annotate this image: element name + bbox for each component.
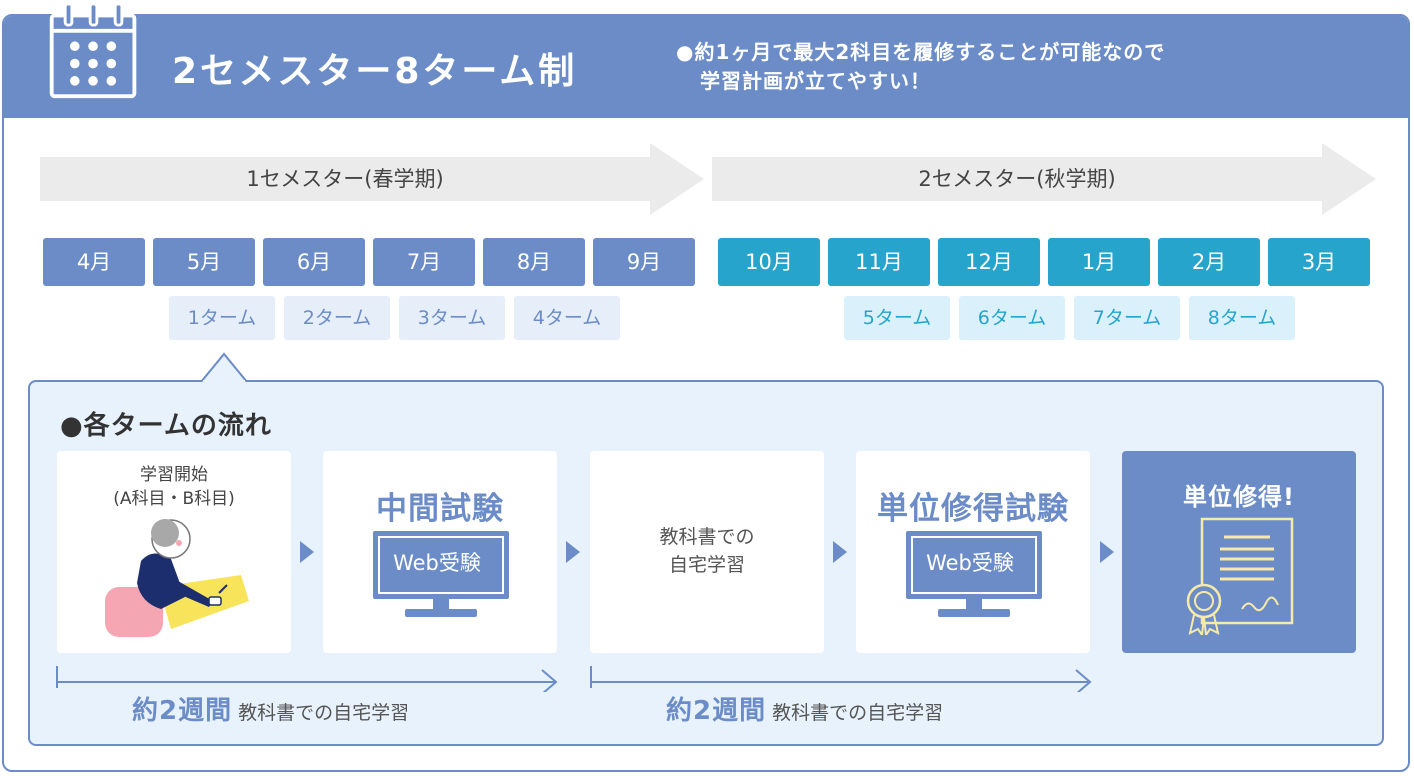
header-note: ●約1ヶ月で最大2科目を履修することが可能なので 学習計画が立てやすい！ <box>676 38 1165 96</box>
flow-title: ●各タームの流れ <box>60 411 272 441</box>
term-cell: 1ターム <box>169 296 275 340</box>
month-cell: 10月 <box>718 238 820 286</box>
page-title: 2セメスター8ターム制 <box>172 51 578 92</box>
month-cell: 4月 <box>43 238 145 286</box>
arrow-right-icon <box>566 541 580 563</box>
step1-line1: 学習開始 <box>140 465 208 485</box>
monitor-icon <box>906 531 1042 617</box>
month-cell: 1月 <box>1048 238 1150 286</box>
calendar-icon <box>49 2 137 99</box>
term-cell: 8ターム <box>1189 296 1295 340</box>
arrow-right-icon <box>833 541 847 563</box>
arrow-right-icon <box>1100 541 1114 563</box>
term-cell: 3ターム <box>399 296 505 340</box>
header-band: 2セメスター8ターム制 ●約1ヶ月で最大2科目を履修することが可能なので 学習計… <box>4 16 1408 118</box>
duration-text-1: 教科書での自宅学習 <box>238 702 410 724</box>
semester-arrow-2 <box>712 143 1376 215</box>
step-credit-earned: 単位修得! <box>1122 451 1356 653</box>
step3-line2: 自宅学習 <box>668 554 745 576</box>
month-cell: 11月 <box>828 238 930 286</box>
duration-label-1: 約2週間 教科書での自宅学習 <box>132 690 409 727</box>
certificate-icon <box>1186 517 1294 635</box>
duration-arrow-2 <box>590 666 1092 692</box>
month-cell: 5月 <box>153 238 255 286</box>
term-cell: 5ターム <box>844 296 950 340</box>
step-midterm: 中間試験 Web受験 <box>323 451 557 653</box>
student-illustration-icon <box>105 519 249 637</box>
callout-pointer <box>201 352 247 382</box>
step5-title: 単位修得! <box>1183 483 1295 511</box>
duration-em-1: 約2週間 <box>132 696 233 726</box>
duration-arrow-1 <box>56 666 558 692</box>
semester-arrow-1 <box>40 143 704 215</box>
step-study-start: 学習開始 (A科目・B科目) <box>57 451 291 653</box>
header-note-line2: 学習計画が立てやすい！ <box>700 69 931 93</box>
term-cell: 2ターム <box>284 296 390 340</box>
month-cell: 6月 <box>263 238 365 286</box>
step2-monitor-label: Web受験 <box>393 551 481 575</box>
step1-line2: (A科目・B科目) <box>113 489 235 509</box>
step2-title: 中間試験 <box>376 491 504 527</box>
arrow-right-icon <box>300 541 314 563</box>
duration-text-2: 教科書での自宅学習 <box>772 702 944 724</box>
step4-monitor-label: Web受験 <box>926 551 1014 575</box>
step4-title: 単位修得試験 <box>877 491 1069 527</box>
month-cell: 12月 <box>938 238 1040 286</box>
step3-line1: 教科書での <box>659 526 755 548</box>
month-cell: 7月 <box>373 238 475 286</box>
term-cell: 6ターム <box>959 296 1065 340</box>
term-cell: 4ターム <box>514 296 620 340</box>
duration-em-2: 約2週間 <box>666 696 767 726</box>
monitor-icon <box>373 531 509 617</box>
step-credit-exam: 単位修得試験 Web受験 <box>856 451 1090 653</box>
month-cell: 9月 <box>593 238 695 286</box>
header-note-line1: ●約1ヶ月で最大2科目を履修することが可能なので <box>676 40 1166 64</box>
month-cell: 3月 <box>1268 238 1370 286</box>
term-cell: 7ターム <box>1074 296 1180 340</box>
step-home-study: 教科書での 自宅学習 <box>590 451 824 653</box>
month-cell: 2月 <box>1158 238 1260 286</box>
month-cell: 8月 <box>483 238 585 286</box>
duration-label-2: 約2週間 教科書での自宅学習 <box>666 690 943 727</box>
semester-label-1: 1セメスター(春学期) <box>246 167 444 191</box>
semester-label-2: 2セメスター(秋学期) <box>918 167 1116 191</box>
